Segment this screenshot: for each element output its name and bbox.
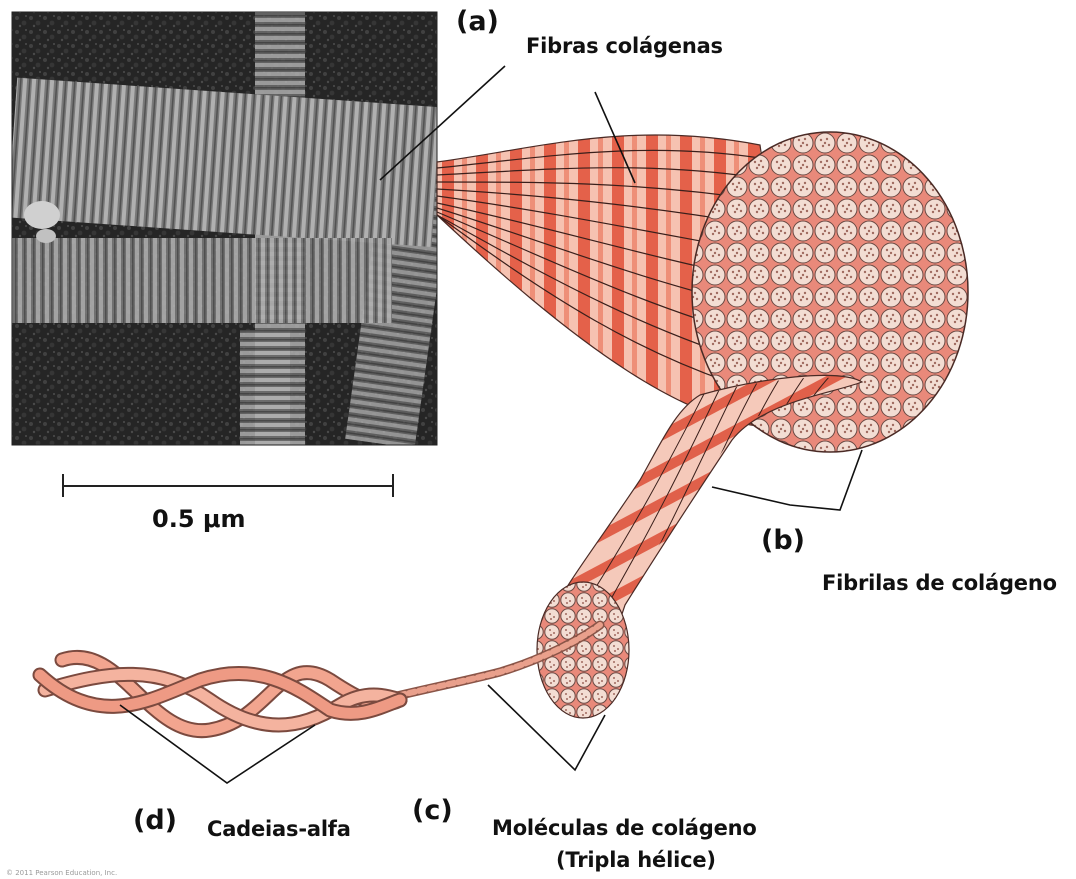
label-a-letter: (a) — [456, 6, 499, 37]
alpha-chains — [40, 657, 400, 730]
copyright-text: © 2011 Pearson Education, Inc. — [6, 869, 117, 877]
label-c-letter: (c) — [412, 795, 453, 826]
label-d-letter: (d) — [133, 805, 177, 836]
scale-bar — [63, 474, 393, 497]
label-cadeias-alfa: Cadeias-alfa — [207, 817, 351, 841]
label-b-letter: (b) — [761, 525, 805, 556]
label-tripla-helice: (Tripla hélice) — [556, 848, 716, 872]
electron-micrograph — [7, 12, 454, 448]
label-fibrilas-de-colageno: Fibrilas de colágeno — [822, 571, 1057, 595]
scale-bar-label: 0.5 μm — [152, 505, 246, 533]
label-fibras-colagenas: Fibras colágenas — [526, 34, 723, 58]
label-moleculas-de-colageno: Moléculas de colágeno — [492, 816, 757, 840]
